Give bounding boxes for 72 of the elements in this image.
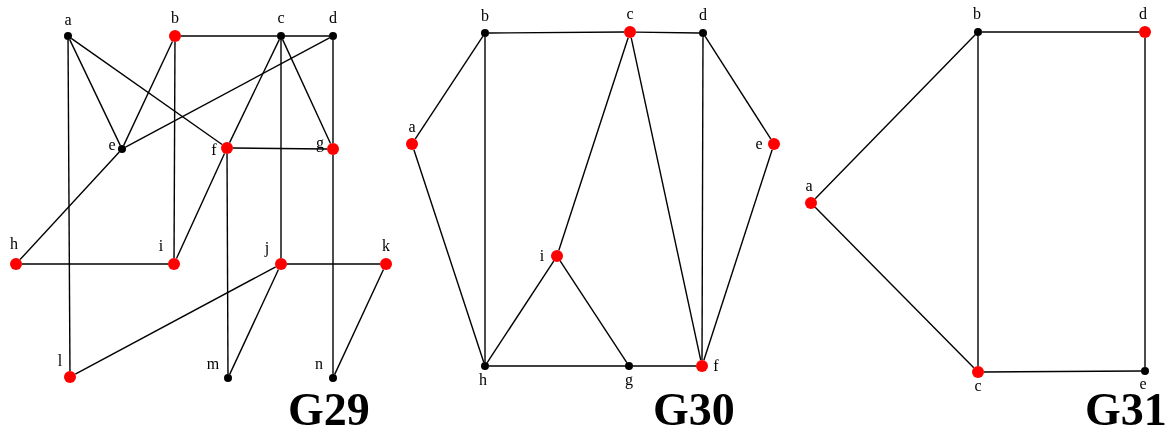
graph-edge <box>414 35 484 140</box>
vertex-label: c <box>625 5 635 23</box>
graph-edge <box>286 263 381 265</box>
graph-edge <box>559 260 628 364</box>
vertex-label: h <box>478 371 488 389</box>
vertex-label: b <box>972 5 982 23</box>
vertex-label: e <box>1138 375 1148 393</box>
vertex-label: g <box>624 371 634 389</box>
graph-edge <box>284 35 330 37</box>
graph-edge <box>229 268 280 376</box>
graph-edge <box>1144 37 1146 368</box>
graph-edge <box>232 147 328 150</box>
graph-edge <box>280 39 282 259</box>
vertex-label: e <box>754 135 764 153</box>
graph-edge <box>981 31 1140 33</box>
graph-edge <box>69 38 121 147</box>
vertex-label: d <box>698 6 708 24</box>
graph-edge <box>703 149 773 361</box>
graph-edge <box>173 41 176 259</box>
vertex-label: a <box>63 11 73 29</box>
vertex-label: c <box>973 377 983 395</box>
graph-edge <box>977 35 979 367</box>
graph-edge <box>704 35 772 140</box>
graph-edge <box>74 266 277 375</box>
graph-edge <box>630 37 702 361</box>
graph-edge <box>488 31 625 34</box>
vertex-label: b <box>480 7 490 25</box>
vertex-label: l <box>56 352 64 370</box>
graph-edge <box>484 36 486 363</box>
vertex-label: i <box>157 237 165 255</box>
vertex-label: j <box>263 239 271 257</box>
graph-edge <box>332 39 334 144</box>
graph-edge <box>67 39 71 372</box>
vertex-label: i <box>538 247 546 265</box>
graph-edge <box>70 37 223 146</box>
vertex-label: c <box>276 9 286 27</box>
graph-edge <box>814 34 976 200</box>
graph-title: G29 <box>288 385 370 435</box>
vertex-label: e <box>107 136 117 154</box>
vertex-label: a <box>804 177 814 195</box>
graph-edge <box>175 152 226 260</box>
graph-edge <box>124 37 331 148</box>
graph-edge <box>701 36 704 361</box>
vertex-label: d <box>1138 5 1148 23</box>
graph-edge <box>488 365 626 367</box>
graph-edge <box>228 38 280 144</box>
graph-edge <box>635 31 700 34</box>
graph-edge <box>413 149 485 363</box>
graph-edge <box>486 260 555 364</box>
graph-edge <box>334 268 385 376</box>
graph-edge <box>558 37 629 251</box>
graph-edge <box>632 365 697 367</box>
vertex-label: f <box>210 141 218 159</box>
graph-edge <box>19 151 120 261</box>
vertex-label: b <box>170 9 180 27</box>
vertex-label: f <box>712 357 720 375</box>
vertex-label: n <box>314 355 324 373</box>
graph-edge <box>332 154 334 375</box>
graph-edge <box>180 35 278 37</box>
vertex-label: a <box>407 118 417 136</box>
vertex-label: g <box>315 134 325 152</box>
vertex-label: h <box>9 235 19 253</box>
graph-edge <box>983 370 1142 373</box>
graph-edge <box>226 153 229 375</box>
graph-edge <box>281 38 332 145</box>
vertex-label: d <box>328 9 338 27</box>
graph-edge <box>123 40 174 147</box>
graph-edge <box>21 263 169 265</box>
graph-title: G30 <box>653 385 735 435</box>
vertex-label: m <box>206 355 220 373</box>
vertex-label: k <box>381 237 391 255</box>
graph-edge <box>814 206 975 369</box>
